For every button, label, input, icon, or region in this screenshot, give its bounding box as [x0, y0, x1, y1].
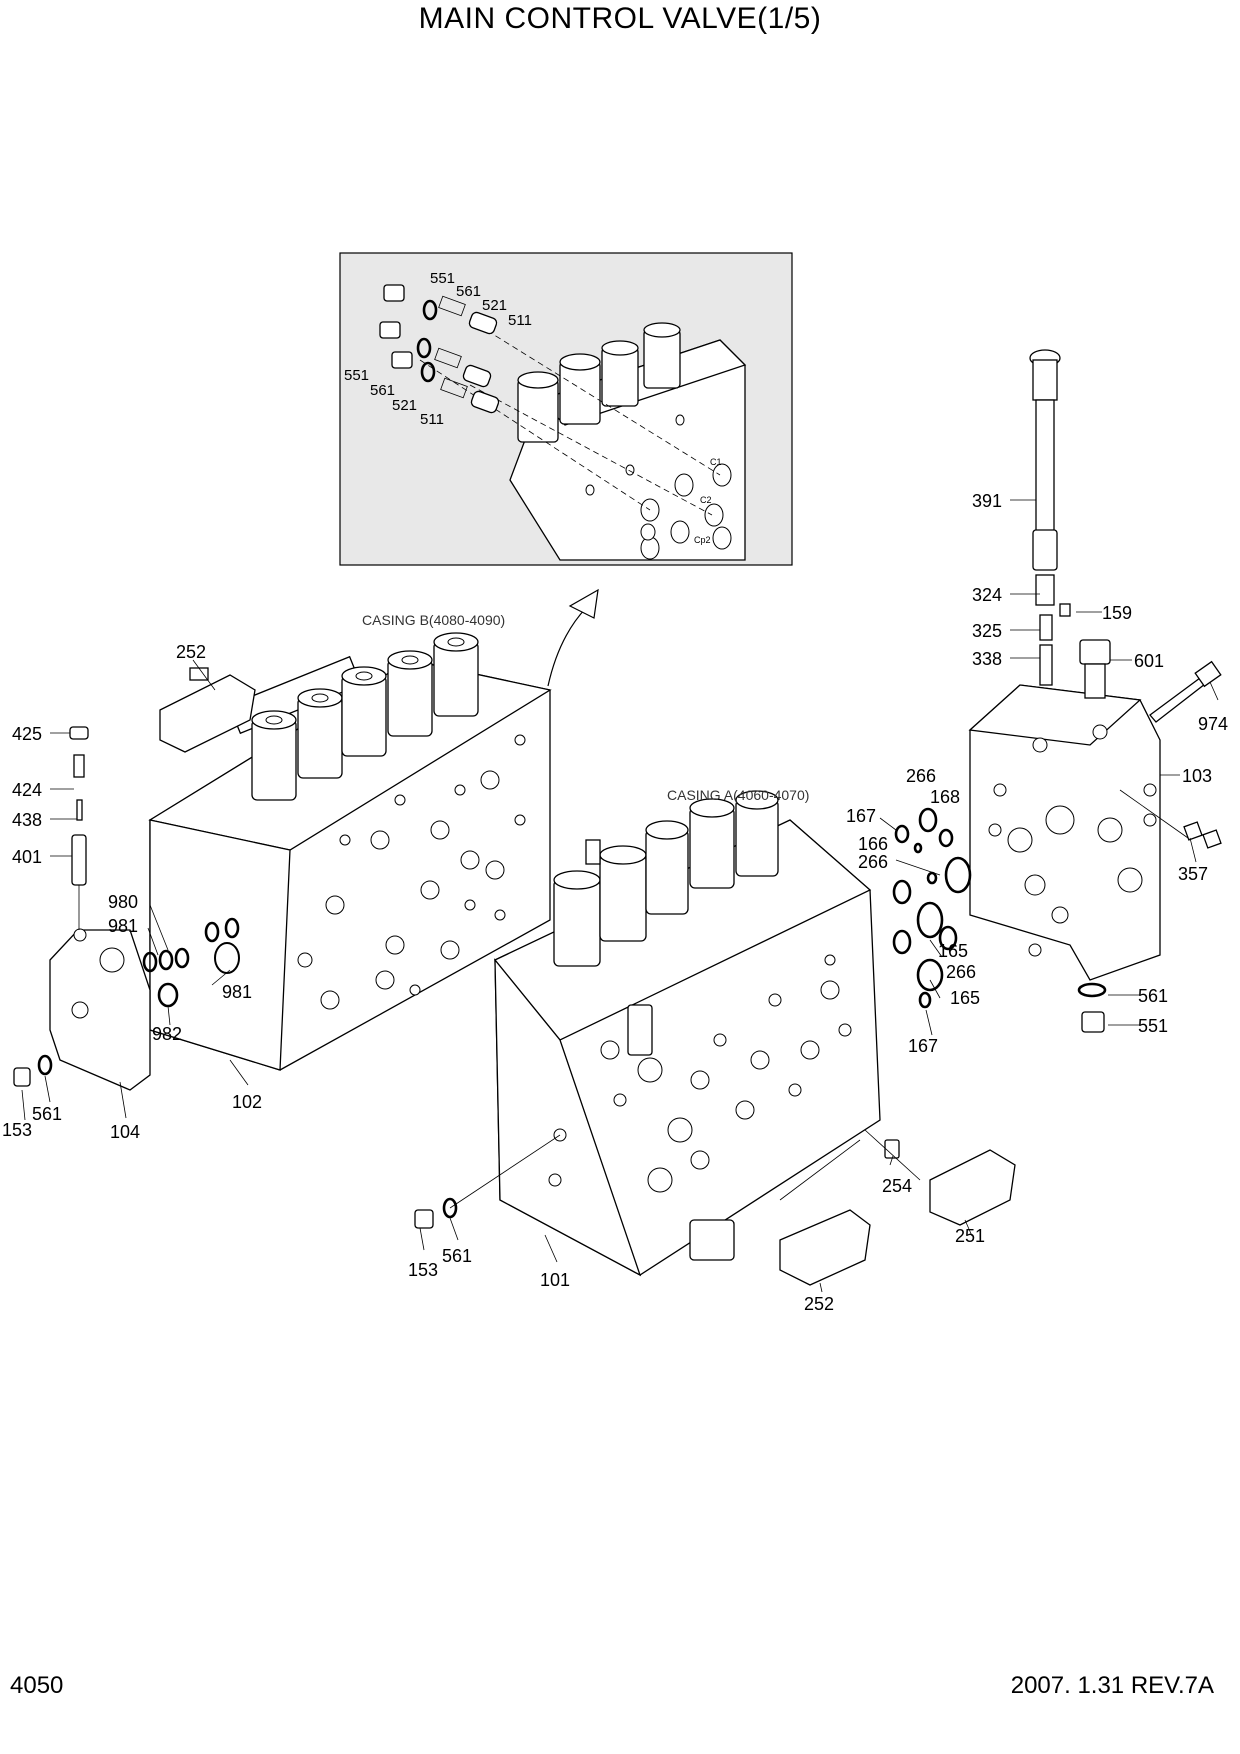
bottom-plug-graphic: [414, 1197, 458, 1229]
rings-980-982-graphic: [13, 917, 240, 1087]
inset-callout-561-bottom: 561: [370, 382, 395, 399]
callout-981-b: 981: [222, 982, 252, 1002]
block-103: [968, 684, 1161, 981]
inset-detail-panel: C1 C2 Cp2 551 561 521 511: [339, 252, 793, 566]
page-title: MAIN CONTROL VALVE(1/5): [418, 2, 822, 35]
callout-391: 391: [972, 491, 1002, 511]
callout-981-a: 981: [108, 916, 138, 936]
bolt-974-graphic: [1149, 660, 1222, 723]
parts-251-254-graphic: [779, 1139, 1016, 1286]
callout-266-b: 266: [858, 852, 888, 872]
callout-102: 102: [232, 1092, 262, 1112]
callout-324: 324: [972, 585, 1002, 605]
part-357-graphic: [1183, 821, 1222, 849]
inset-callout-521-bottom: 521: [392, 397, 417, 414]
callout-167-a: 167: [846, 806, 876, 826]
part-159-graphic: [1059, 603, 1071, 617]
page-number: 4050: [10, 1672, 64, 1699]
inset-callout-551-top: 551: [430, 270, 455, 287]
casing-a-caption: CASING A(4060-4070): [667, 787, 809, 803]
casing-b-block: [148, 632, 552, 1071]
callout-338: 338: [972, 649, 1002, 669]
callout-974: 974: [1198, 714, 1228, 734]
callout-980: 980: [108, 892, 138, 912]
seal-rings-graphic: [892, 807, 1107, 1009]
inset-callout-511-bottom: 511: [420, 411, 444, 428]
callout-104: 104: [110, 1122, 140, 1142]
callout-labels: 252 425 424 438 401 980 981 981 982 153 …: [2, 491, 1228, 1314]
port-cp2-label: Cp2: [694, 535, 711, 545]
inset-callout-551-bottom: 551: [344, 367, 369, 384]
callout-551-right: 551: [1138, 1016, 1168, 1036]
callout-254: 254: [882, 1176, 912, 1196]
callout-438: 438: [12, 810, 42, 830]
callout-101: 101: [540, 1270, 570, 1290]
callout-266-c: 266: [946, 962, 976, 982]
casing-a-block: [493, 790, 881, 1277]
callout-424: 424: [12, 780, 42, 800]
part-601-graphic: [1079, 639, 1111, 699]
port-c1-label: C1: [710, 457, 722, 467]
callout-982: 982: [152, 1024, 182, 1044]
leader-lines: [21, 499, 1219, 1293]
callout-401: 401: [12, 847, 42, 867]
casing-b-caption: CASING B(4080-4090): [362, 612, 505, 628]
callout-325: 325: [972, 621, 1002, 641]
port-c2-label: C2: [700, 495, 712, 505]
callout-167-b: 167: [908, 1036, 938, 1056]
callout-153-bottom: 153: [408, 1260, 438, 1280]
callout-252-bottom: 252: [804, 1294, 834, 1314]
callout-168: 168: [930, 787, 960, 807]
callout-159: 159: [1102, 603, 1132, 623]
detail-pointer-arrow: [547, 588, 599, 687]
callout-266-a: 266: [906, 766, 936, 786]
callout-357: 357: [1178, 864, 1208, 884]
part-252-top-graphic: [159, 667, 256, 753]
callout-166: 166: [858, 834, 888, 854]
callout-251: 251: [955, 1226, 985, 1246]
callout-252-top: 252: [176, 642, 206, 662]
plug-551-graphic: [1081, 1011, 1105, 1033]
callout-425: 425: [12, 724, 42, 744]
inset-callout-521-top: 521: [482, 297, 507, 314]
spool-391-stack-graphic: [1029, 349, 1061, 686]
callout-561-left: 561: [32, 1104, 62, 1124]
callout-561-bottom: 561: [442, 1246, 472, 1266]
inset-callout-511-top: 511: [508, 312, 532, 329]
pin-stack-graphic: [69, 726, 89, 886]
callout-103: 103: [1182, 766, 1212, 786]
callout-165-a: 165: [938, 941, 968, 961]
callout-153-left: 153: [2, 1120, 32, 1140]
callout-601: 601: [1134, 651, 1164, 671]
revision-date: 2007. 1.31 REV.7A: [1010, 1672, 1214, 1699]
inset-callout-561-top: 561: [456, 283, 481, 300]
part-104-cover-graphic: [49, 928, 151, 1091]
callout-561-right: 561: [1138, 986, 1168, 1006]
callout-165-b: 165: [950, 988, 980, 1008]
